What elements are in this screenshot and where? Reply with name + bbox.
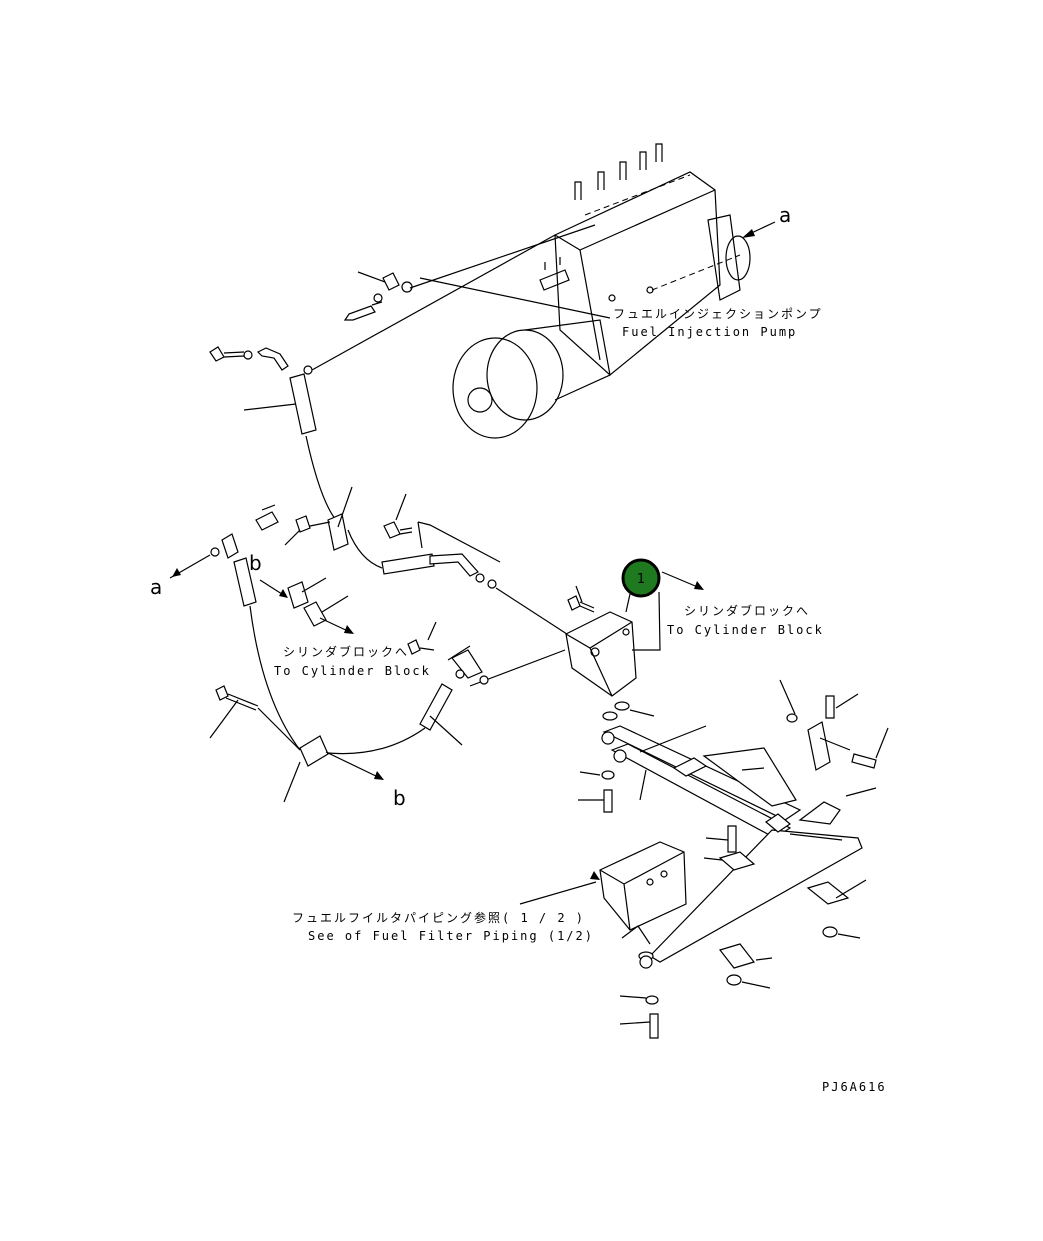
- left-hose-assembly: a b シリンダブロックへ To Cylinder Block: [150, 533, 431, 751]
- fuel-injection-pump-label-en: Fuel Injection Pump: [622, 325, 797, 339]
- item-badge-number: 1: [637, 572, 645, 587]
- top-fittings: [209, 224, 596, 551]
- cylinder-block-label-right-jp: シリンダブロックへ: [684, 603, 810, 618]
- cylinder-block-label-right-en: To Cylinder Block: [667, 623, 824, 637]
- fuel-filter-block: [519, 841, 687, 1039]
- lower-pipe-assembly: [578, 679, 889, 989]
- fuel-injection-pump: [452, 143, 751, 439]
- callout-a-top: a: [742, 203, 791, 238]
- filter-piping-label-jp: フュエルフイルタパイピング参照( 1 / 2 ): [292, 910, 585, 925]
- cylinder-block-label-left-jp: シリンダブロックへ: [283, 644, 409, 659]
- callout-a-top-letter: a: [779, 203, 791, 227]
- callout-a-left-letter: a: [150, 575, 162, 599]
- cylinder-block-label-left-en: To Cylinder Block: [274, 664, 431, 678]
- pump-leader-line: [419, 277, 611, 319]
- filter-piping-label-en: See of Fuel Filter Piping (1/2): [308, 929, 594, 943]
- center-hose-assembly: [347, 493, 571, 637]
- cylinder-block-fitting: b: [209, 585, 637, 810]
- fuel-injection-pump-label-jp: フュエルインジェクションポンプ: [613, 307, 823, 321]
- drawing-code: PJ6A616: [822, 1080, 887, 1094]
- callout-b-upper-letter: b: [249, 551, 262, 575]
- callout-b-lower-letter: b: [393, 786, 406, 810]
- item-badge: 1: [621, 558, 704, 651]
